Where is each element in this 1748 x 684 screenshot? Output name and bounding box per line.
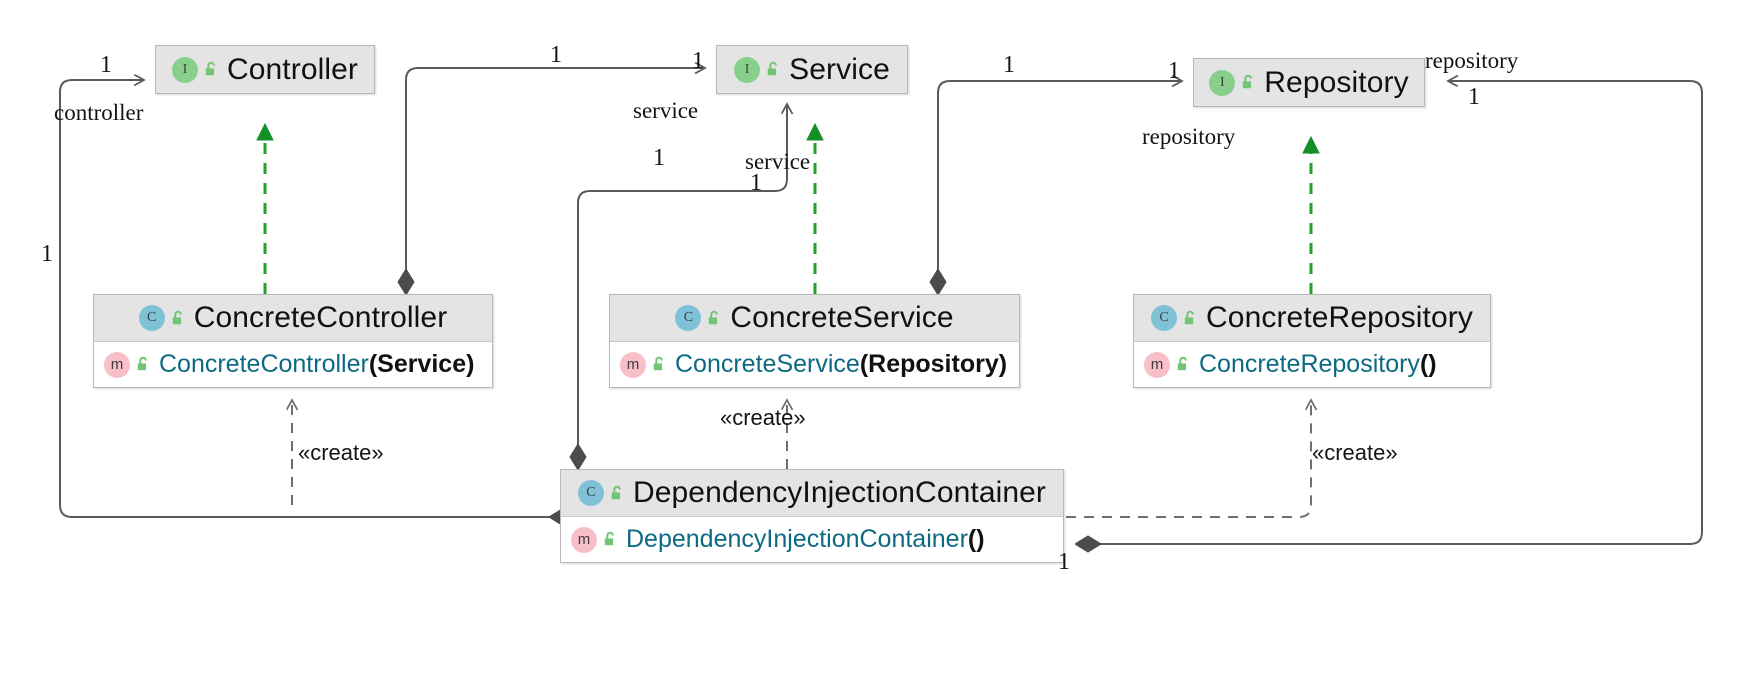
association-di-container-to-controller <box>59 80 562 517</box>
uml-node-name: Controller <box>226 52 359 86</box>
class-icon: C <box>138 305 187 331</box>
method-icon: m <box>1144 351 1192 378</box>
class-badge-letter: C <box>675 305 702 331</box>
method-badge-letter: m <box>571 526 597 553</box>
uml-node-name: DependencyInjectionContainer <box>632 476 1047 509</box>
uml-node-service[interactable]: I Service <box>716 45 908 94</box>
edge-label-controller-multiplicity-top: 1 <box>100 52 112 78</box>
uml-node-header: C ConcreteRepository <box>1134 295 1490 342</box>
interface-icon: I <box>171 56 220 83</box>
interface-icon: I <box>1209 69 1257 96</box>
edge-label-controller-multiplicity-left: 1 <box>41 241 53 267</box>
uml-node-name: Service <box>789 52 890 86</box>
method-icon: m <box>104 351 152 378</box>
uml-member-args: () <box>1419 350 1437 378</box>
interface-badge-letter: I <box>1209 69 1236 96</box>
uml-node-name: ConcreteRepository <box>1206 301 1473 334</box>
uml-node-repository[interactable]: I Repository <box>1193 58 1425 107</box>
unlock-icon <box>1243 74 1253 89</box>
edge-label-di-container-multiplicity-bottom: 1 <box>1058 549 1070 575</box>
uml-member-name: ConcreteService <box>675 350 860 378</box>
class-badge-letter: C <box>1151 305 1178 331</box>
interface-badge-letter: I <box>171 56 198 83</box>
uml-node-name: ConcreteService <box>730 301 954 334</box>
edge-label-repository-multiplicity-right: 1 <box>1468 84 1480 110</box>
unlock-icon <box>1177 356 1187 371</box>
class-icon: C <box>577 480 626 506</box>
class-icon: C <box>675 305 723 331</box>
method-icon: m <box>620 351 668 378</box>
edge-label-create-concrete-controller: «create» <box>298 440 384 465</box>
method-badge-letter: m <box>1144 351 1170 378</box>
unlock-icon <box>767 61 777 76</box>
uml-node-concrete-controller[interactable]: C ConcreteController m ConcreteControlle… <box>93 294 493 388</box>
unlock-icon <box>1184 310 1194 324</box>
class-badge-letter: C <box>138 305 165 331</box>
edge-label-repository-role-left: repository <box>1142 124 1236 149</box>
uml-node-concrete-repository[interactable]: C ConcreteRepository m ConcreteRepositor… <box>1133 294 1491 388</box>
interface-badge-letter: I <box>734 56 761 83</box>
uml-node-header: I Repository <box>1194 59 1424 106</box>
uml-node-dependency-injection-container[interactable]: C DependencyInjectionContainer m Depende… <box>560 469 1064 563</box>
uml-member-row[interactable]: m ConcreteRepository () <box>1134 342 1490 387</box>
association-di-container-to-repository <box>1088 81 1703 544</box>
edge-label-service-multiplicity-left: 1 <box>550 42 562 68</box>
edge-label-service-role-left: service <box>633 98 699 123</box>
unlock-icon <box>137 356 147 371</box>
unlock-icon <box>709 310 719 324</box>
uml-member-name: DependencyInjectionContainer <box>626 525 968 553</box>
method-badge-letter: m <box>620 351 646 378</box>
uml-member-args: () <box>967 525 985 553</box>
uml-member-name: ConcreteController <box>159 350 369 378</box>
edge-label-create-concrete-repository: «create» <box>1312 440 1398 465</box>
association-di-container-to-service <box>578 104 787 457</box>
association-concrete-service-to-repository <box>938 81 1182 282</box>
edge-label-service-multiplicity-right: 1 <box>750 170 762 196</box>
uml-node-header: C ConcreteController <box>94 295 492 342</box>
uml-member-row[interactable]: m ConcreteController (Service) <box>94 342 492 387</box>
unlock-icon <box>604 531 614 546</box>
uml-member-args: (Repository) <box>859 350 1008 378</box>
uml-node-name: ConcreteController <box>193 301 448 334</box>
uml-node-concrete-service[interactable]: C ConcreteService m ConcreteService (Rep… <box>609 294 1020 388</box>
edge-label-repository-multiplicity-near: 1 <box>1168 58 1180 84</box>
class-icon: C <box>1151 305 1199 331</box>
uml-node-header: I Controller <box>156 46 374 93</box>
uml-member-name: ConcreteRepository <box>1199 350 1420 378</box>
edge-label-create-concrete-service: «create» <box>720 405 806 430</box>
edge-label-service-role-right: service <box>745 149 811 174</box>
uml-node-controller[interactable]: I Controller <box>155 45 375 94</box>
unlock-icon <box>205 61 215 76</box>
edge-label-controller-role: controller <box>54 100 144 125</box>
edge-label-repository-role-right: repository <box>1425 48 1519 73</box>
uml-node-header: C ConcreteService <box>610 295 1019 342</box>
edge-label-service-multiplicity-near: 1 <box>692 48 704 74</box>
unlock-icon <box>172 310 182 324</box>
class-badge-letter: C <box>577 480 604 506</box>
method-icon: m <box>571 526 619 553</box>
interface-icon: I <box>734 56 782 83</box>
dependency-create-concrete-repository <box>1066 400 1311 518</box>
edge-label-service-multiplicity-mid: 1 <box>653 145 665 171</box>
uml-node-name: Repository <box>1264 65 1409 99</box>
unlock-icon <box>611 485 621 499</box>
uml-node-header: I Service <box>717 46 907 93</box>
unlock-icon <box>653 356 663 371</box>
uml-member-row[interactable]: m DependencyInjectionContainer () <box>561 517 1063 562</box>
uml-member-row[interactable]: m ConcreteService (Repository) <box>610 342 1019 387</box>
uml-node-header: C DependencyInjectionContainer <box>561 470 1063 517</box>
uml-member-args: (Service) <box>368 350 475 378</box>
method-badge-letter: m <box>104 351 130 378</box>
edge-label-repository-multiplicity-left: 1 <box>1003 52 1015 78</box>
